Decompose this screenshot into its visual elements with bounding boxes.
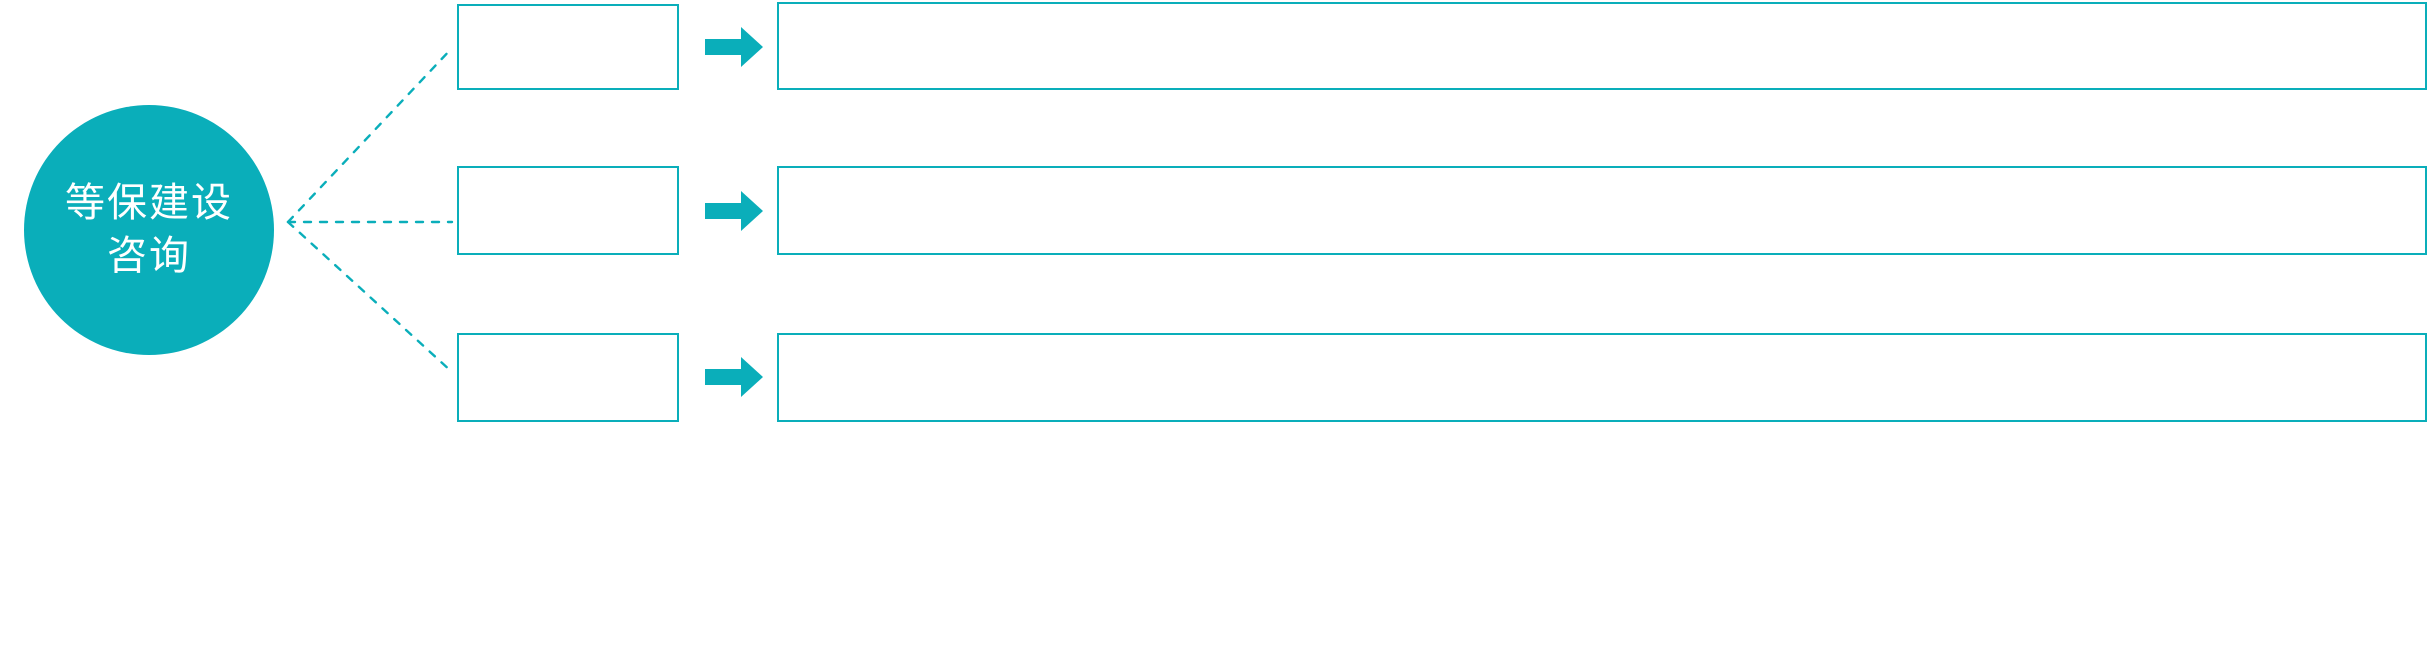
hub-label-line-2: 咨询 [107, 234, 191, 278]
arrow-right-icon [705, 357, 763, 397]
connector-branch-bottom [286, 220, 454, 374]
detail-box-3[interactable] [777, 333, 2427, 422]
category-box-3[interactable] [457, 333, 679, 422]
detail-box-2-label [779, 168, 2425, 188]
hub-label-line-1: 等保建设 [65, 181, 233, 226]
connector-branch-top [286, 46, 454, 224]
detail-box-1[interactable] [777, 2, 2427, 90]
category-box-3-label [459, 335, 677, 355]
category-box-1-label [459, 6, 677, 26]
category-box-2-label [459, 168, 677, 188]
category-box-2[interactable] [457, 166, 679, 255]
detail-box-1-label [779, 4, 2425, 24]
detail-box-2[interactable] [777, 166, 2427, 255]
hub-circle[interactable]: 等保建设 咨询 [24, 105, 274, 355]
category-box-1[interactable] [457, 4, 679, 90]
arrow-right-icon [705, 191, 763, 231]
arrow-right-icon [705, 27, 763, 67]
detail-box-3-label [779, 335, 2425, 355]
